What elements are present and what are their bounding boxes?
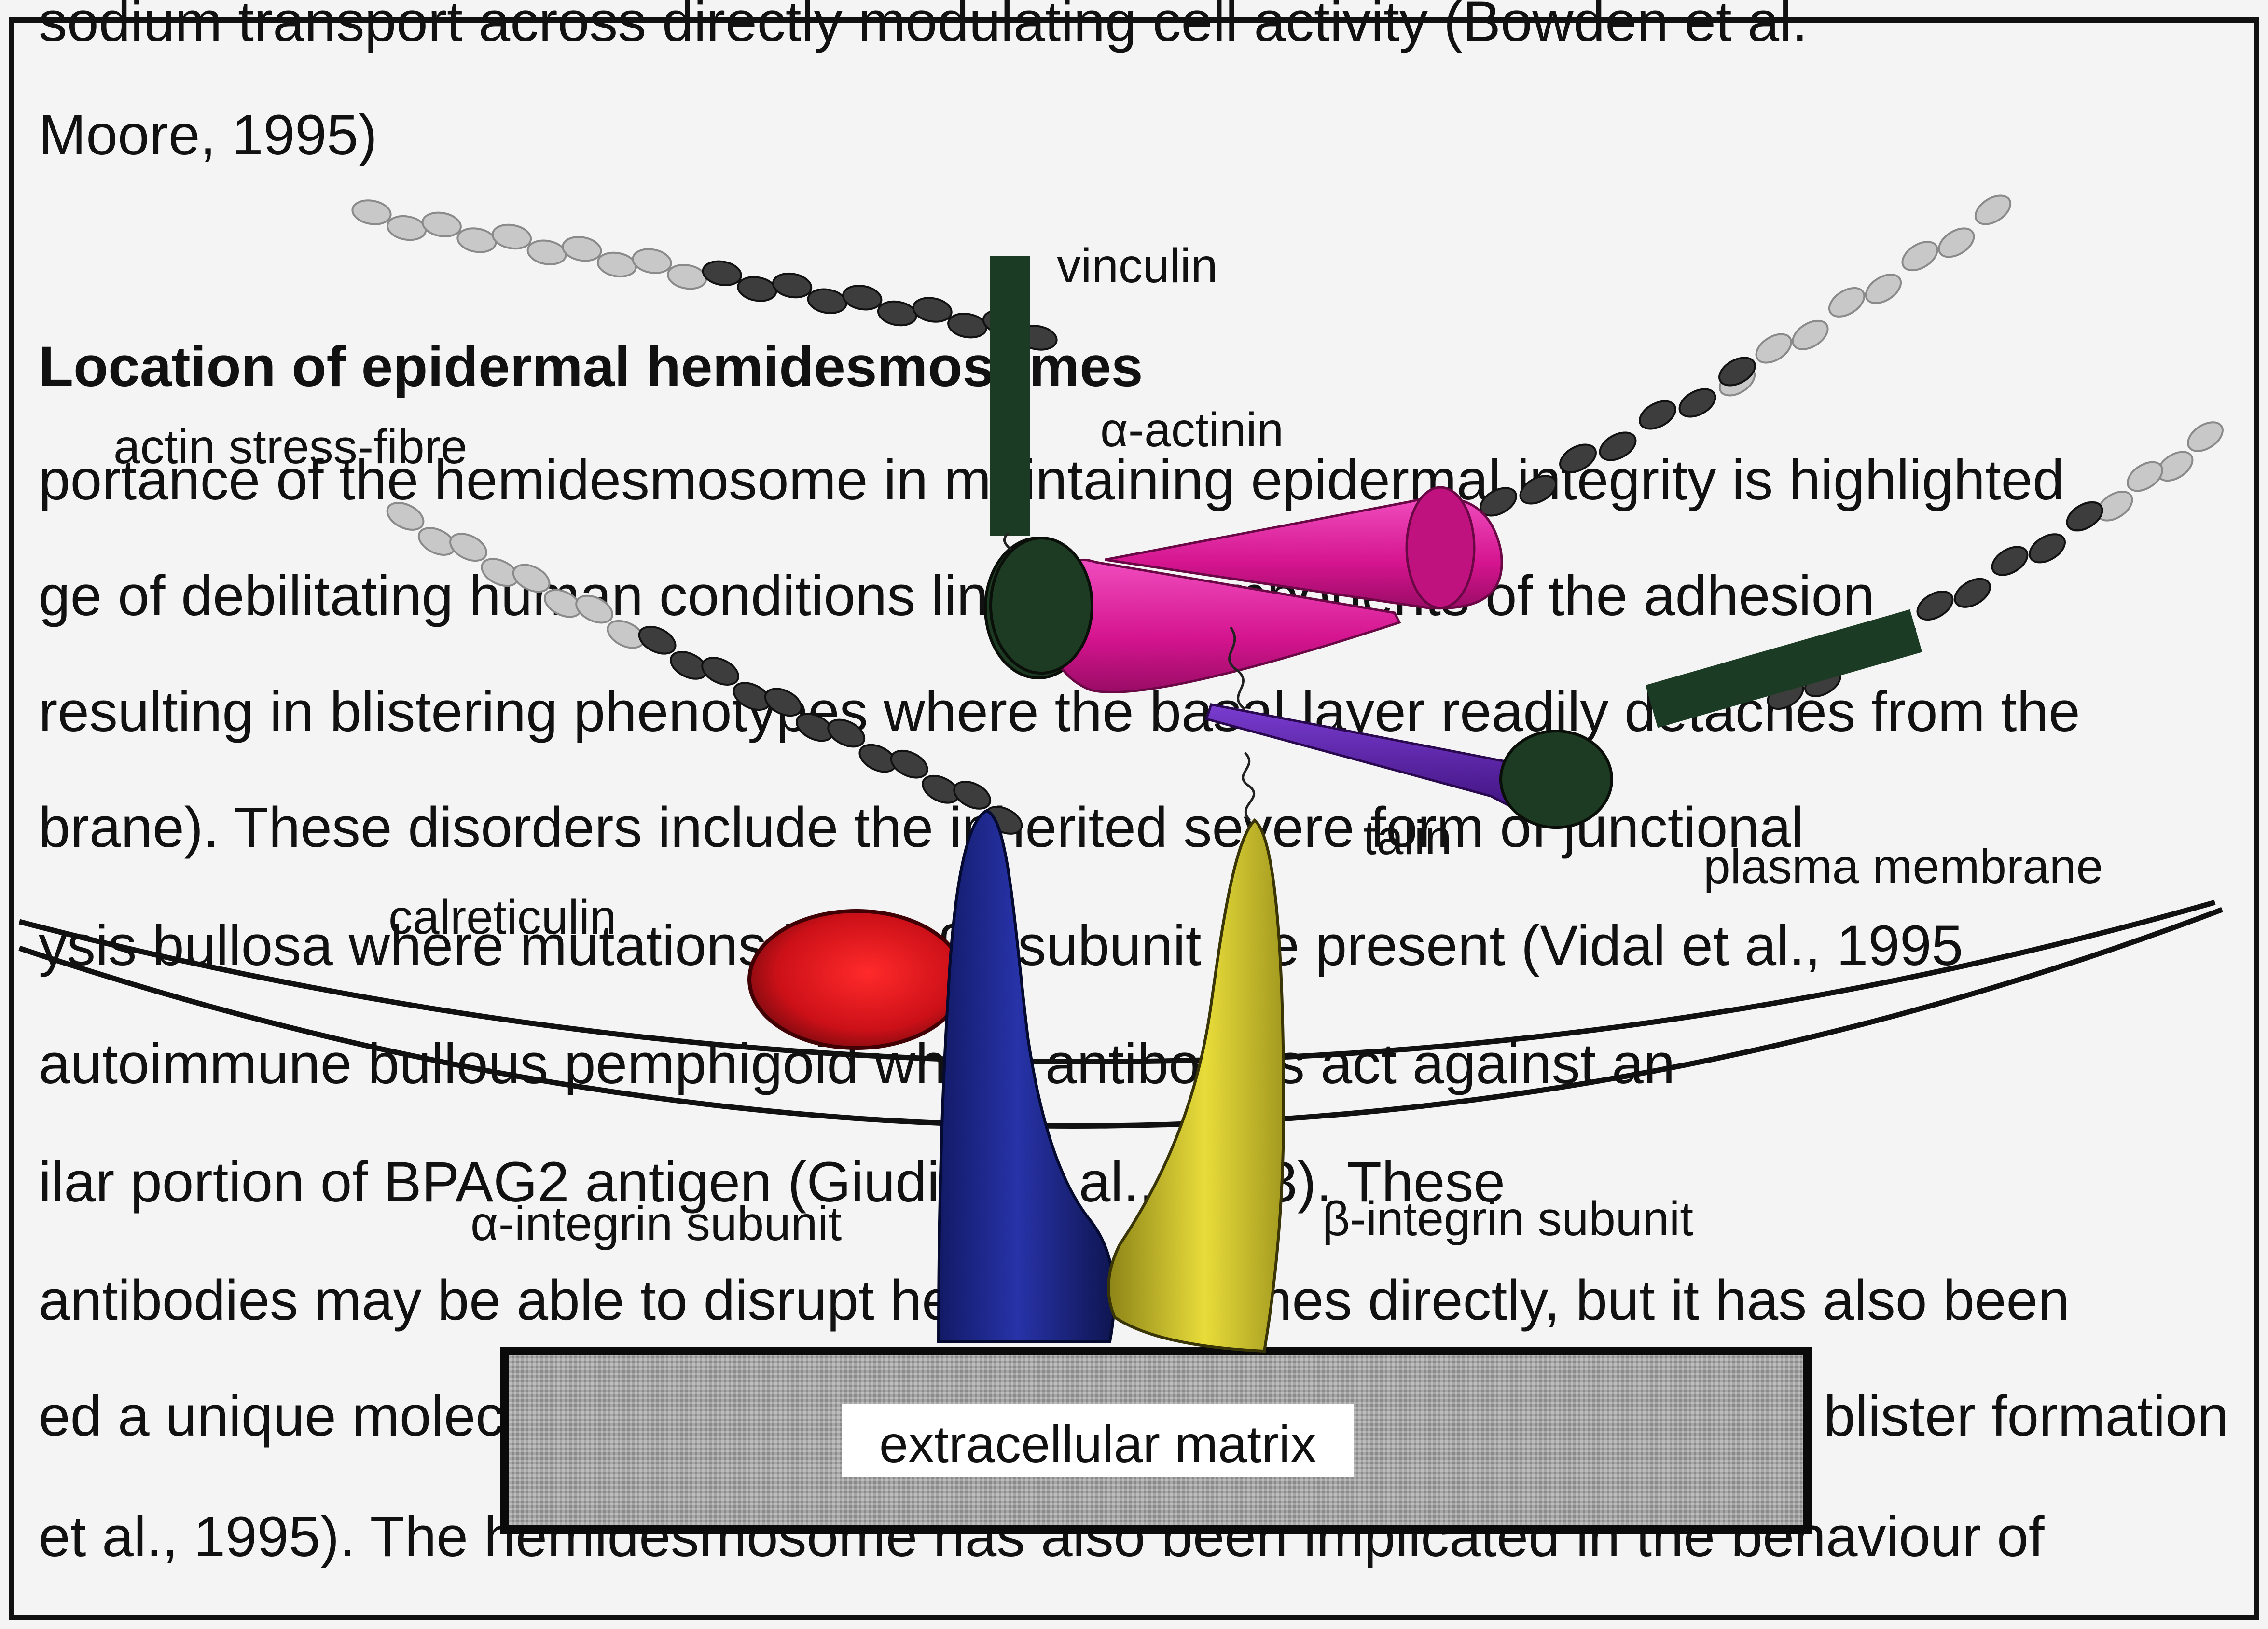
extracellular-matrix-label: extracellular matrix: [879, 1415, 1316, 1473]
actin-bead: [1675, 384, 1720, 422]
actin-bead: [771, 271, 813, 300]
actin-bead: [1987, 541, 2032, 580]
actin-bead: [2122, 456, 2167, 497]
actin-bead: [1912, 586, 1957, 625]
vinculin-label: vinculin: [1057, 239, 1218, 293]
actin-bead: [1751, 328, 1796, 368]
actin-bead: [876, 299, 918, 328]
actin-bead: [841, 283, 883, 312]
actin-bead: [596, 250, 638, 279]
talin-label: talin: [1363, 811, 1452, 865]
actin-bead: [421, 210, 463, 239]
actin-bead: [1950, 573, 1995, 613]
actin-bead: [561, 234, 603, 263]
actin-bead: [2183, 416, 2227, 457]
actin-bead: [386, 213, 428, 243]
beta-integrin-label: β-integrin subunit: [1322, 1192, 1693, 1246]
background-line: ge of debilitating human conditions link…: [39, 564, 1875, 628]
background-line: Location of epidermal hemidesmosomes: [39, 335, 1143, 399]
actin-bead: [806, 287, 848, 316]
actin-bead: [701, 259, 743, 288]
actin-stress-fibre-label: actin stress-fibre: [113, 420, 468, 474]
actin-bead: [736, 274, 778, 304]
actin-bead: [491, 222, 533, 251]
plasma-membrane-label: plasma membrane: [1703, 840, 2103, 894]
actin-bead: [666, 262, 708, 291]
actin-bead: [912, 295, 954, 325]
vinculin-head: [991, 538, 1092, 673]
actin-bead: [456, 225, 498, 255]
actin-bead: [526, 238, 568, 267]
background-line: Moore, 1995): [39, 103, 377, 167]
calreticulin: [749, 911, 964, 1048]
background-text: sodium transport across directly modulat…: [39, 0, 2229, 1569]
actin-bead: [1934, 222, 1979, 262]
actin-bead: [1970, 190, 2015, 230]
actin-bead: [1824, 282, 1869, 322]
actin-bead: [2025, 528, 2070, 568]
background-line: sodium transport across directly modulat…: [39, 0, 1808, 54]
extracellular-matrix: extracellular matrix: [504, 1351, 1807, 1530]
actin-bead: [631, 247, 673, 276]
actin-bead: [1861, 269, 1906, 309]
actin-bead: [350, 197, 392, 227]
calreticulin-label: calreticulin: [388, 890, 616, 944]
alpha-integrin-label: α-integrin subunit: [470, 1197, 842, 1251]
actin-bead: [1635, 396, 1680, 434]
actin-bead: [1788, 315, 1833, 355]
actin-bead: [1897, 236, 1942, 276]
alpha-actinin-label: α-actinin: [1100, 403, 1284, 457]
